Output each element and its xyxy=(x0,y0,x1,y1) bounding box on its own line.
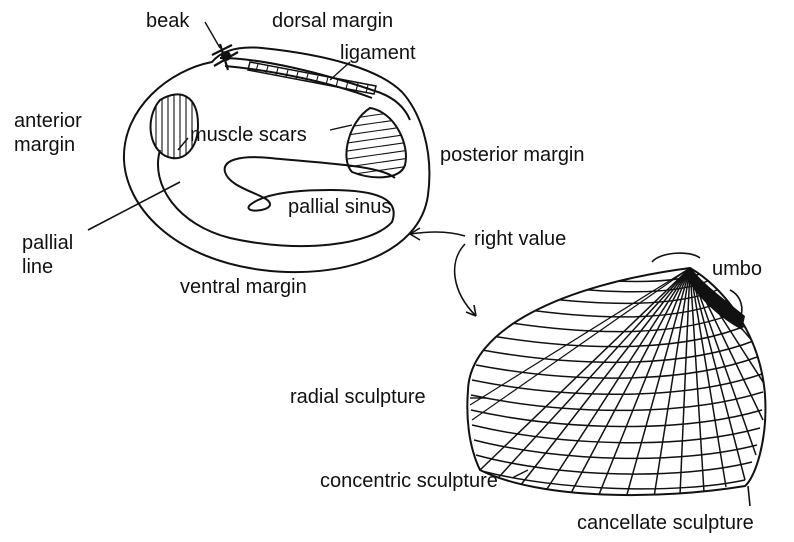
label-right-value: right value xyxy=(474,228,566,250)
label-pallial-line-1: pallial xyxy=(22,232,73,254)
exterior-valve xyxy=(467,253,765,506)
ligament-hatching xyxy=(256,64,368,93)
label-muscle-scars: muscle scars xyxy=(190,124,307,146)
label-concentric-sculpture: concentric sculpture xyxy=(320,470,498,492)
label-ligament: ligament xyxy=(340,42,416,64)
right-value-arrows xyxy=(410,228,476,316)
label-anterior-margin-2: margin xyxy=(14,134,75,156)
leader-ligament xyxy=(330,62,350,80)
label-radial-sculpture: radial sculpture xyxy=(290,386,426,408)
leader-beak xyxy=(205,22,220,48)
leader-pallial-line xyxy=(88,182,180,230)
beak-point xyxy=(222,52,230,60)
label-pallial-sinus: pallial sinus xyxy=(288,196,391,218)
leader-cancellate xyxy=(748,486,750,506)
leader-concentric xyxy=(512,470,528,478)
label-dorsal-margin: dorsal margin xyxy=(272,10,393,32)
interior-shell-outline xyxy=(124,48,429,273)
label-pallial-line-2: line xyxy=(22,256,53,278)
label-ventral-margin: ventral margin xyxy=(180,276,307,298)
label-anterior-margin-1: anterior xyxy=(14,110,82,132)
label-posterior-margin: posterior margin xyxy=(440,144,585,166)
umbo-bracket xyxy=(652,253,700,262)
label-umbo: umbo xyxy=(712,258,762,280)
leader-muscle-scar-right xyxy=(330,125,352,130)
label-beak: beak xyxy=(146,10,189,32)
label-cancellate-sculpture: cancellate sculpture xyxy=(577,512,754,534)
